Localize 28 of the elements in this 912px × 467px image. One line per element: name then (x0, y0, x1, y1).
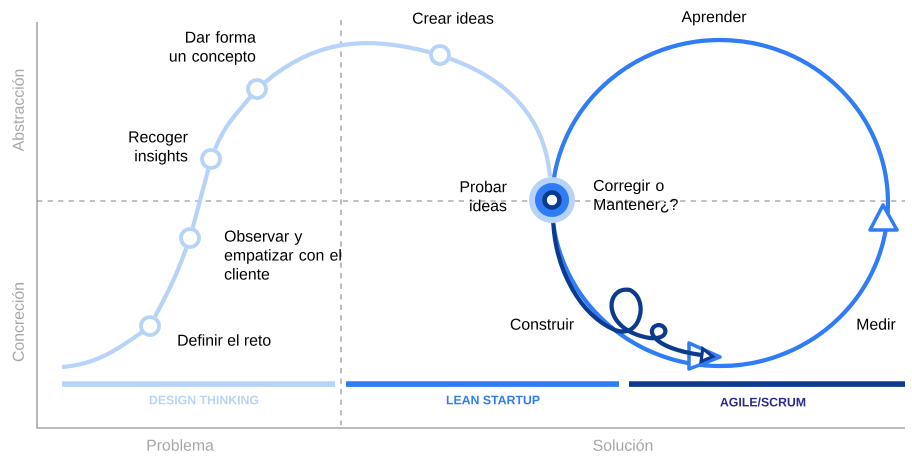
curve-segment (264, 40, 430, 84)
curve-segment (213, 96, 252, 150)
method-label: AGILE/SCRUM (720, 397, 806, 407)
step-label: Dar forma un concepto (170, 31, 256, 65)
phase-label: Aprender (682, 10, 746, 26)
axis-label: Concreción (12, 283, 24, 362)
phase-label: Construir (510, 318, 574, 330)
milestone-circle (139, 315, 161, 337)
step-label: Observar y empatizar con el cliente (224, 230, 341, 280)
milestone-circle (200, 148, 222, 170)
curve-segment (153, 248, 188, 318)
axis-label: Problema (147, 439, 214, 451)
curve-segment (450, 56, 552, 178)
step-label: Crear ideas (412, 12, 494, 24)
step-label: Recoger insights (129, 131, 188, 165)
milestone-circle (429, 44, 451, 66)
method-label: LEAN STARTUP (446, 396, 540, 404)
curve-segment (190, 169, 210, 228)
milestone-circle (246, 78, 268, 100)
phase-label: Medir (858, 318, 896, 330)
axis-label: Abstracción (12, 70, 24, 152)
axis-label: Solución (593, 439, 652, 451)
method-label: DESIGN THINKING (150, 396, 258, 404)
step-label: Probar ideas (460, 180, 507, 212)
hub-circle (529, 177, 575, 223)
milestone-circle (179, 227, 201, 249)
step-label: Corregir o Mantener¿? (594, 179, 678, 213)
step-label: Definir el reto (178, 334, 270, 346)
